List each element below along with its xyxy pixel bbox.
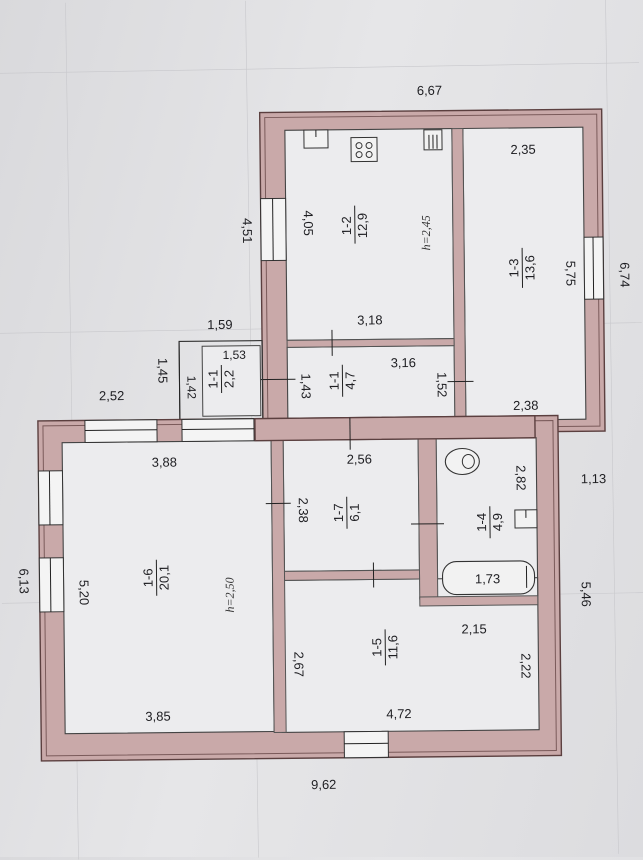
room-1-6-height: h=2,50 [223,577,237,612]
dim-kitchen-width: 3,18 [357,312,382,327]
dim-right-lower: 5,46 [579,581,594,606]
svg-text:1-7: 1-7 [331,503,346,522]
dim-room3-bottom: 2,38 [513,398,538,413]
dim-r6-bottom: 3,85 [145,709,170,724]
dim-r6-top: 3,88 [152,454,177,469]
dim-entry-outer-height: 1,45 [155,358,170,383]
dim-hall-width: 3,16 [391,355,416,370]
svg-text:1-1: 1-1 [205,370,220,389]
svg-text:1-2: 1-2 [339,216,354,235]
svg-text:13,6: 13,6 [522,255,537,280]
dim-entry-height: 1,42 [184,376,198,400]
svg-text:1-1: 1-1 [326,371,341,390]
window-room-1-6-top-a [85,420,157,443]
svg-text:6,1: 6,1 [347,504,362,522]
window-room-1-6-top-b [182,419,254,442]
window-room-1-5-bottom [344,731,388,757]
svg-text:20,1: 20,1 [156,565,171,590]
svg-text:12,9: 12,9 [355,213,370,238]
dim-r7-top: 2,56 [347,451,372,466]
dim-hall-left: 1,43 [298,373,313,398]
svg-text:1-5: 1-5 [369,638,384,657]
dim-entry-outer-width: 1,59 [207,317,232,332]
dim-right-upper: 6,74 [617,262,632,287]
dim-r4-height: 2,82 [513,465,528,490]
lower-block [38,416,562,761]
dim-step-width: 2,52 [99,388,124,403]
window-room-1-6-left-a [38,471,63,525]
svg-text:1-4: 1-4 [474,513,489,532]
svg-text:11,6: 11,6 [385,635,400,659]
dim-room3-width: 2,35 [510,142,535,157]
dim-r6-left: 5,20 [77,580,92,605]
dim-top-width: 6,67 [417,83,442,98]
stove-icon [351,137,377,161]
room-1-2-height: h=2,45 [419,215,433,250]
dim-hall-right: 1,52 [434,372,449,397]
dim-r5-bottom: 4,72 [386,706,411,721]
dim-upper-left-height: 4,51 [240,218,255,243]
dim-r5-right: 2,22 [518,653,533,678]
svg-text:4,7: 4,7 [342,372,357,390]
svg-text:4,9: 4,9 [490,513,505,531]
svg-text:1-3: 1-3 [506,258,521,277]
svg-text:1-6: 1-6 [140,568,155,587]
dim-room3-height: 5,75 [563,261,578,286]
dim-kitchen-height: 4,05 [301,210,316,235]
svg-text:2,2: 2,2 [221,370,236,388]
dim-bottom-total: 9,62 [311,777,336,792]
dim-r7-left: 2,38 [296,497,311,522]
dim-r5-left: 2,67 [291,651,306,676]
dim-bath-width: 1,73 [475,571,500,586]
dim-r5-top: 2,15 [461,621,486,636]
dim-entry-width: 1,53 [222,348,246,362]
window-room-1-6-left-b [39,558,64,612]
dim-step-right: 1,13 [581,471,606,486]
dim-left-total: 6,13 [16,568,31,593]
